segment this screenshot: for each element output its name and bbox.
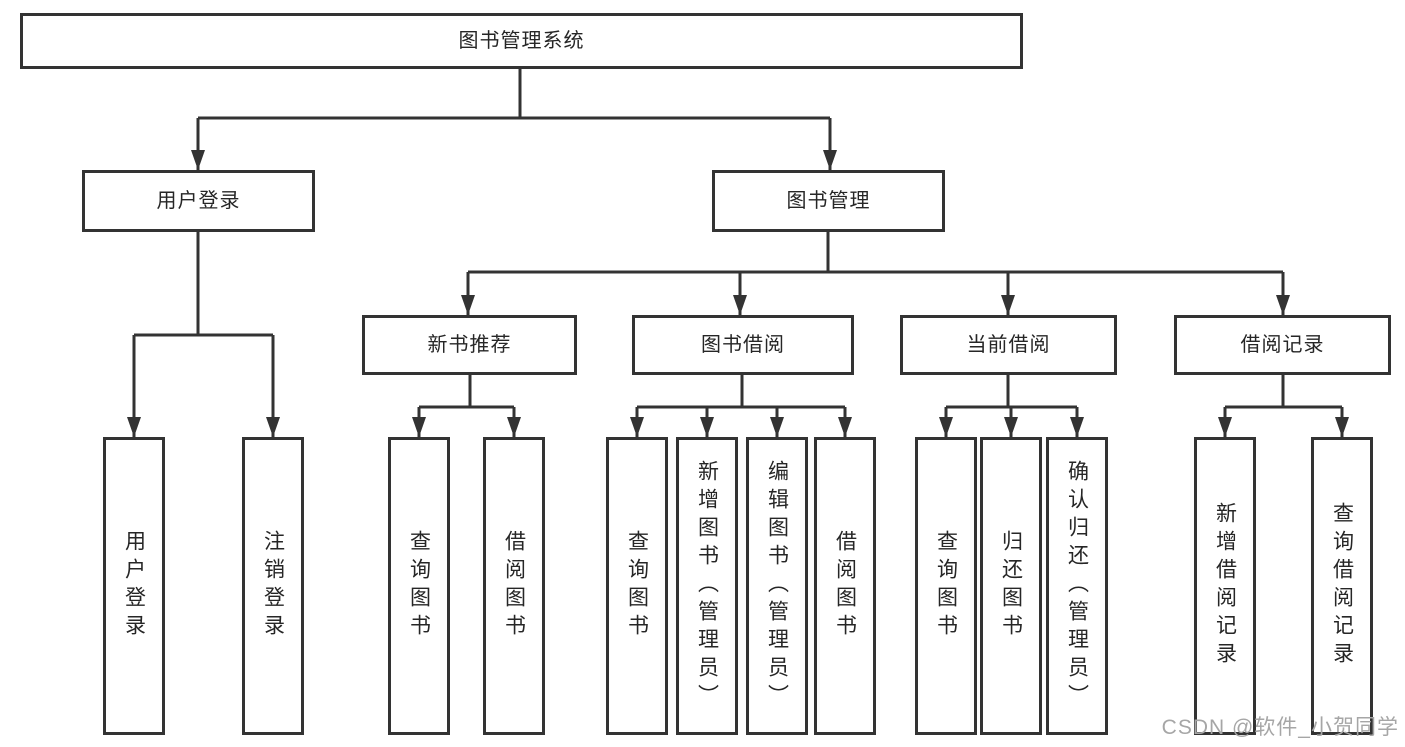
leaf-borrow-books-recommend: 借阅图书 — [483, 437, 545, 735]
leaf-query-books-current: 查询图书 — [915, 437, 977, 735]
node-book-management-system: 图书管理系统 — [20, 13, 1023, 69]
node-new-book-recommendation: 新书推荐 — [362, 315, 577, 375]
leaf-query-books-borrow: 查询图书 — [606, 437, 668, 735]
leaf-add-book-admin: 新增图书（管理员） — [676, 437, 738, 735]
node-borrowing-records: 借阅记录 — [1174, 315, 1391, 375]
leaf-confirm-return-admin: 确认归还（管理员） — [1046, 437, 1108, 735]
leaf-borrow-books: 借阅图书 — [814, 437, 876, 735]
leaf-edit-book-admin: 编辑图书（管理员） — [746, 437, 808, 735]
leaf-logout: 注销登录 — [242, 437, 304, 735]
leaf-user-login: 用户登录 — [103, 437, 165, 735]
leaf-add-borrow-record: 新增借阅记录 — [1194, 437, 1256, 735]
leaf-query-borrow-record: 查询借阅记录 — [1311, 437, 1373, 735]
leaf-query-books-recommend: 查询图书 — [388, 437, 450, 735]
leaf-return-books: 归还图书 — [980, 437, 1042, 735]
node-book-borrowing: 图书借阅 — [632, 315, 854, 375]
node-user-login: 用户登录 — [82, 170, 315, 232]
connector-arrows — [127, 118, 1349, 437]
node-book-management: 图书管理 — [712, 170, 945, 232]
node-current-borrowing: 当前借阅 — [900, 315, 1117, 375]
watermark: CSDN @软件_小贺同学 — [1161, 716, 1399, 739]
